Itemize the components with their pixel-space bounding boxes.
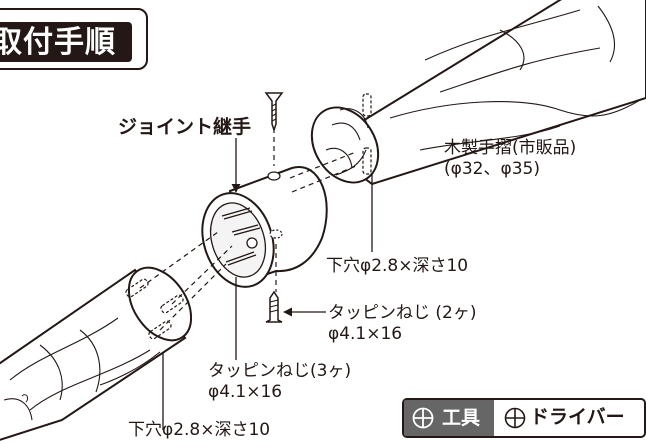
handrail-size-label: (φ32、φ35) xyxy=(444,159,540,179)
joint-label: ジョイント継手 xyxy=(118,116,252,138)
handrail-name-label: 木製手摺(市販品) xyxy=(444,138,577,158)
driver-label: ドライバー xyxy=(530,406,625,428)
tools-box: 工具 ドライバー xyxy=(402,398,646,438)
leader-lines xyxy=(162,138,373,430)
title-badge-fill xyxy=(0,22,132,62)
screw-two-name-label: タッピンねじ (2ヶ) xyxy=(328,303,477,323)
plus-circle-icon xyxy=(412,407,434,429)
wooden-handrail-lower xyxy=(0,266,193,441)
title-badge: 取付手順 xyxy=(0,8,148,70)
screw-upper xyxy=(264,92,284,133)
joint-coupling xyxy=(201,165,328,288)
wooden-handrail-upper xyxy=(310,0,646,186)
plus-driver-icon xyxy=(504,407,526,429)
page-title: 取付手順 xyxy=(0,25,116,60)
tools-label: 工具 xyxy=(442,407,481,429)
screw-three-name-label: タッピンねじ(3ヶ) xyxy=(208,361,352,381)
alignment-lines xyxy=(139,128,357,331)
pilot-hole-lower-label: 下穴φ2.8×深さ10 xyxy=(128,420,271,440)
pilot-hole-upper-label: 下穴φ2.8×深さ10 xyxy=(326,256,469,276)
screw-two-size-label: φ4.1×16 xyxy=(328,324,403,344)
screw-three-size-label: φ4.1×16 xyxy=(208,382,283,402)
tools-header: 工具 xyxy=(404,400,494,436)
screw-lower xyxy=(265,290,283,323)
